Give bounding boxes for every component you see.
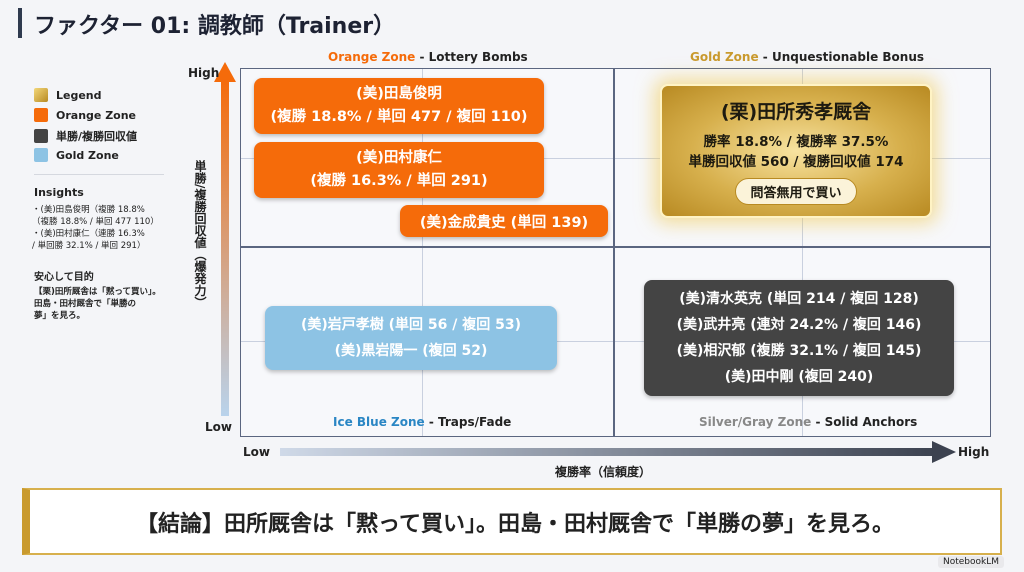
divider (34, 174, 164, 175)
x-low-label: Low (243, 445, 270, 459)
insights-title: Insights (34, 186, 84, 199)
legend-item: Gold Zone (34, 148, 119, 162)
trainer-card-blue: (美)岩戸孝樹 (単回 56 / 複回 53)(美)黒岩陽一 (複回 52) (265, 306, 557, 370)
page-title: ファクター 01: 調教師（Trainer） (34, 14, 396, 39)
ice-zone-label: Ice Blue Zone - Traps/Fade (333, 415, 512, 429)
trainer-card-tajima: (美)田島俊明(複勝 18.8% / 単回 477 / 複回 110) (254, 78, 544, 134)
x-axis-arrow (280, 441, 956, 463)
x-high-label: High (958, 445, 990, 459)
insights-list: ・(美)田島俊明（複勝 18.8%（複勝 18.8% / 単回 477 110）… (32, 205, 159, 251)
trainer-card-tadokoro: (栗)田所秀孝厩舎 勝率 18.8% / 複勝率 37.5% 単勝回収値 560… (660, 84, 932, 218)
legend-item: 単勝/複勝回収値 (34, 128, 137, 144)
y-low-label: Low (205, 420, 232, 434)
legend-item: Orange Zone (34, 108, 136, 122)
conclusion-text: 【結論】田所厩舎は「黙って買い」。田島・田村厩舎で「単勝の夢」を見ろ。 (136, 511, 894, 537)
silver-zone-label: Silver/Gray Zone - Solid Anchors (699, 415, 918, 429)
watermark: NotebookLM (938, 556, 1005, 568)
x-axis-label: 複勝率（信頼度） (555, 465, 652, 479)
title-accent-bar (18, 8, 22, 38)
y-high-label: High (188, 66, 220, 80)
conclusion-banner: 【結論】田所厩舎は「黙って買い」。田島・田村厩舎で「単勝の夢」を見ろ。 (22, 488, 1002, 555)
gold-zone-label: Gold Zone - Unquestionable Bonus (690, 50, 925, 64)
trainer-card-kanenari: (美)金成貴史 (単回 139) (400, 205, 608, 237)
legend-item: Legend (34, 88, 102, 102)
trainer-card-tamura: (美)田村康仁(複勝 16.3% / 単回 291) (254, 142, 544, 198)
y-axis-arrow (214, 62, 236, 416)
orange-zone-label: Orange Zone - Lottery Bombs (328, 50, 528, 64)
buy-badge: 問答無用で買い (735, 178, 857, 205)
safe-title: 安心して目的 (34, 272, 94, 283)
y-axis-label: 単勝/複勝回収値（爆発力） (193, 160, 207, 309)
safe-text: 【栗)田所厩舎は「黙って買い」。田島・田村厩舎で「単勝の夢」を見ろ。 (34, 287, 161, 321)
trainer-card-gray: (美)清水英克 (単回 214 / 複回 128)(美)武井亮 (連対 24.2… (644, 280, 954, 396)
